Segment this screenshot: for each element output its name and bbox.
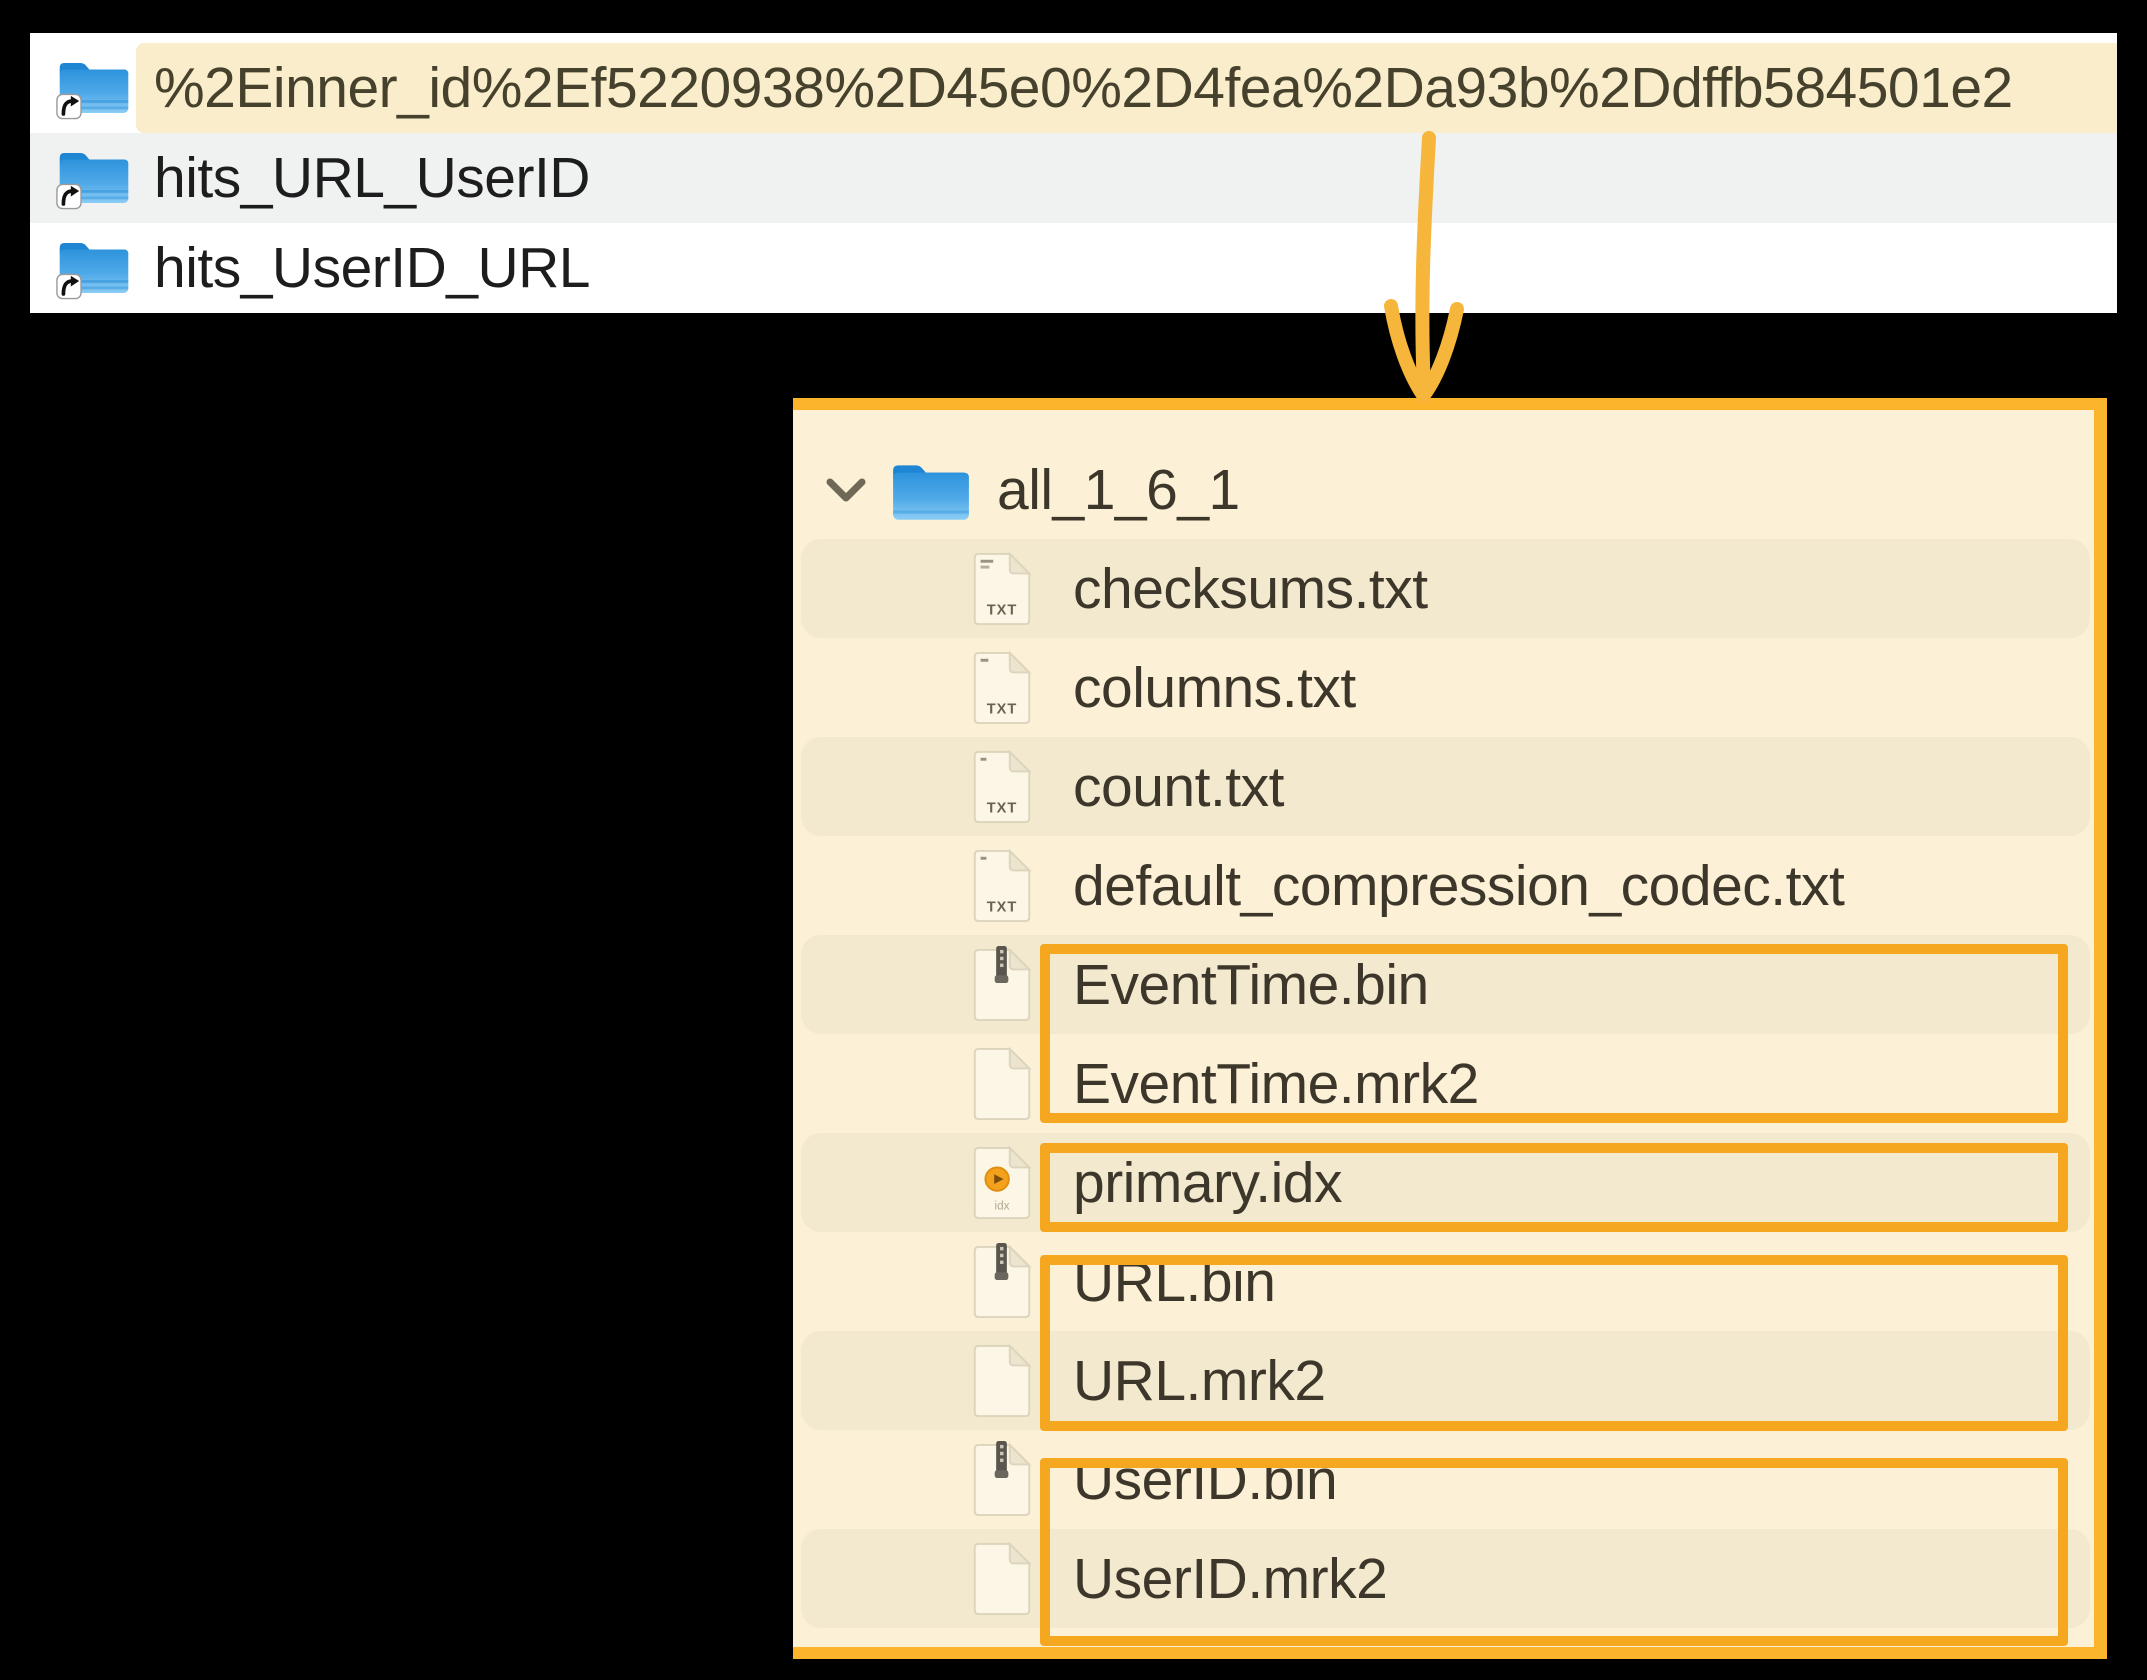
tree-file-label: default_compression_codec.txt bbox=[1073, 853, 1845, 918]
svg-text:TXT: TXT bbox=[987, 602, 1017, 618]
selection-highlight bbox=[136, 43, 2117, 133]
finder-row-label: hits_URL_UserID bbox=[154, 146, 590, 210]
finder-row-hits-url-userid[interactable]: hits_URL_UserID bbox=[30, 133, 2117, 223]
tree-file-label: URL.mrk2 bbox=[1073, 1348, 1326, 1413]
tree-row-default-compression-codec[interactable]: TXT default_compression_codec.txt bbox=[793, 836, 2094, 935]
finder-row-label: %2Einner_id%2Ef5220938%2D45e0%2D4fea%2Da… bbox=[154, 56, 2013, 120]
alias-arrow-badge bbox=[56, 93, 82, 120]
tree-row-url-bin[interactable]: URL.bin bbox=[793, 1232, 2094, 1331]
blank-document-icon bbox=[973, 1046, 1032, 1120]
blank-document-icon bbox=[973, 1541, 1032, 1615]
svg-text:TXT: TXT bbox=[987, 800, 1017, 816]
tree-row-columns[interactable]: TXT columns.txt bbox=[793, 638, 2094, 737]
tree-row-folder-all-1-6-1[interactable]: all_1_6_1 bbox=[793, 440, 2094, 539]
blank-document-icon bbox=[973, 1343, 1032, 1417]
tree-file-label: UserID.mrk2 bbox=[1073, 1546, 1388, 1611]
binary-document-icon bbox=[973, 1242, 1032, 1318]
tree-file-label: count.txt bbox=[1073, 754, 1284, 819]
binary-document-icon bbox=[973, 1440, 1032, 1516]
binary-document-icon bbox=[973, 945, 1032, 1021]
txt-document-icon: TXT bbox=[973, 749, 1032, 823]
folder-icon bbox=[893, 464, 969, 520]
tree-file-label: primary.idx bbox=[1073, 1150, 1342, 1215]
annotation-box-url-pair bbox=[1040, 1255, 2068, 1431]
alias-arrow-badge bbox=[56, 273, 82, 300]
folder-alias-icon bbox=[56, 152, 129, 210]
alias-arrow-badge bbox=[56, 183, 82, 210]
svg-text:idx: idx bbox=[995, 1199, 1010, 1212]
tree-folder-label: all_1_6_1 bbox=[997, 457, 1240, 522]
tree-row-url-mrk2[interactable]: URL.mrk2 bbox=[793, 1331, 2094, 1430]
tree-row-eventtime-mrk2[interactable]: EventTime.mrk2 bbox=[793, 1034, 2094, 1133]
txt-document-icon: TXT bbox=[973, 650, 1032, 724]
tree-row-userid-mrk2[interactable]: UserID.mrk2 bbox=[793, 1529, 2094, 1628]
txt-document-icon: TXT bbox=[973, 551, 1032, 625]
finder-row-label: hits_UserID_URL bbox=[154, 236, 590, 300]
tree-file-label: EventTime.mrk2 bbox=[1073, 1051, 1479, 1116]
annotation-box-primary-idx bbox=[1040, 1143, 2068, 1232]
tree-row-checksums[interactable]: TXT checksums.txt bbox=[793, 539, 2094, 638]
chevron-down-icon[interactable] bbox=[823, 475, 869, 505]
svg-text:TXT: TXT bbox=[987, 899, 1017, 915]
finder-row-hits-userid-url[interactable]: hits_UserID_URL bbox=[30, 223, 2117, 313]
folder-alias-icon bbox=[56, 62, 129, 120]
tree-file-label: checksums.txt bbox=[1073, 556, 1428, 621]
annotation-box-userid-pair bbox=[1040, 1458, 2068, 1646]
tree-file-label: EventTime.bin bbox=[1073, 952, 1429, 1017]
svg-text:TXT: TXT bbox=[987, 701, 1017, 717]
part-directory-panel: all_1_6_1 TXT checksums.txt TXT bbox=[793, 398, 2107, 1659]
finder-folder-list: %2Einner_id%2Ef5220938%2D45e0%2D4fea%2Da… bbox=[30, 33, 2117, 313]
txt-document-icon: TXT bbox=[973, 848, 1032, 922]
tree-file-label: columns.txt bbox=[1073, 655, 1356, 720]
folder-alias-icon bbox=[56, 242, 129, 300]
finder-row-inner-id[interactable]: %2Einner_id%2Ef5220938%2D45e0%2D4fea%2Da… bbox=[30, 43, 2117, 133]
annotation-box-eventtime-pair bbox=[1040, 944, 2068, 1123]
index-document-icon: idx bbox=[973, 1145, 1032, 1219]
tree-row-count[interactable]: TXT count.txt bbox=[793, 737, 2094, 836]
